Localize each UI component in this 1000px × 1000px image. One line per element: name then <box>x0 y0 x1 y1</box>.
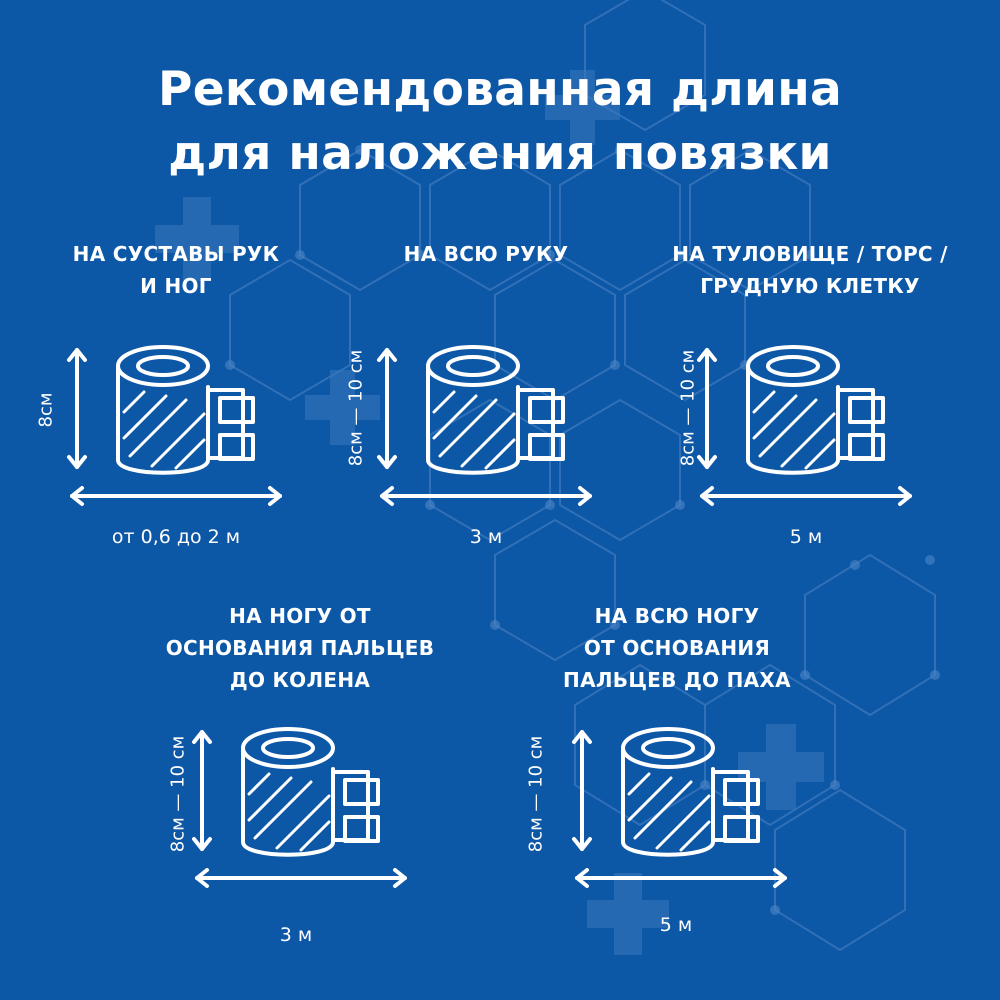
caption-line: НА ТУЛОВИЩЕ / ТОРС / <box>672 242 948 266</box>
caption-line: ГРУДНУЮ КЛЕТКУ <box>700 274 920 298</box>
caption-leg-to-knee: НА НОГУ ОТ ОСНОВАНИЯ ПАЛЬЦЕВ ДО КОЛЕНА <box>150 600 450 696</box>
medical-cross-icon <box>155 197 239 281</box>
medical-cross-icon <box>587 873 669 955</box>
medical-cross-icon <box>738 724 824 810</box>
width-label: 8см — 10 см <box>345 349 367 467</box>
caption-line: НА ВСЮ НОГУ <box>594 604 760 628</box>
length-label: 5 м <box>659 914 693 936</box>
medical-cross-icon <box>305 370 380 445</box>
caption-whole-arm: НА ВСЮ РУКУ <box>336 238 636 270</box>
page-title-line-1: Рекомендованная длина <box>158 62 842 117</box>
caption-line: ОТ ОСНОВАНИЯ <box>583 636 771 660</box>
width-label: 8см <box>35 392 57 428</box>
caption-joints: НА СУСТАВЫ РУК И НОГ <box>26 238 326 302</box>
length-label: 5 м <box>789 526 823 548</box>
caption-torso: НА ТУЛОВИЩЕ / ТОРС / ГРУДНУЮ КЛЕТКУ <box>660 238 960 302</box>
bandage-roll-icon <box>67 345 282 506</box>
medical-cross-icon <box>545 70 620 145</box>
bandage-roll-icon <box>377 345 592 506</box>
caption-line: НА НОГУ ОТ <box>229 604 371 628</box>
caption-line: ДО КОЛЕНА <box>229 668 371 692</box>
length-label: 3 м <box>469 526 503 548</box>
length-label: от 0,6 до 2 м <box>111 526 241 548</box>
width-label: 8см — 10 см <box>677 349 699 467</box>
page-title: Рекомендованная длина для наложения повя… <box>0 58 1000 186</box>
bandage-roll-icon <box>192 727 407 888</box>
width-label: 8см — 10 см <box>167 735 189 853</box>
caption-line: ОСНОВАНИЯ ПАЛЬЦЕВ <box>165 636 435 660</box>
width-label: 8см — 10 см <box>525 735 547 853</box>
bandage-roll-icon <box>572 727 787 888</box>
length-label: 3 м <box>279 924 313 946</box>
caption-line: НА СУСТАВЫ РУК <box>72 242 280 266</box>
caption-line: НА ВСЮ РУКУ <box>403 242 569 266</box>
caption-whole-leg: НА ВСЮ НОГУ ОТ ОСНОВАНИЯ ПАЛЬЦЕВ ДО ПАХА <box>527 600 827 696</box>
page-title-line-2: для наложения повязки <box>168 126 832 181</box>
caption-line: ПАЛЬЦЕВ ДО ПАХА <box>563 668 791 692</box>
bandage-roll-icon <box>697 345 912 506</box>
caption-line: И НОГ <box>140 274 212 298</box>
